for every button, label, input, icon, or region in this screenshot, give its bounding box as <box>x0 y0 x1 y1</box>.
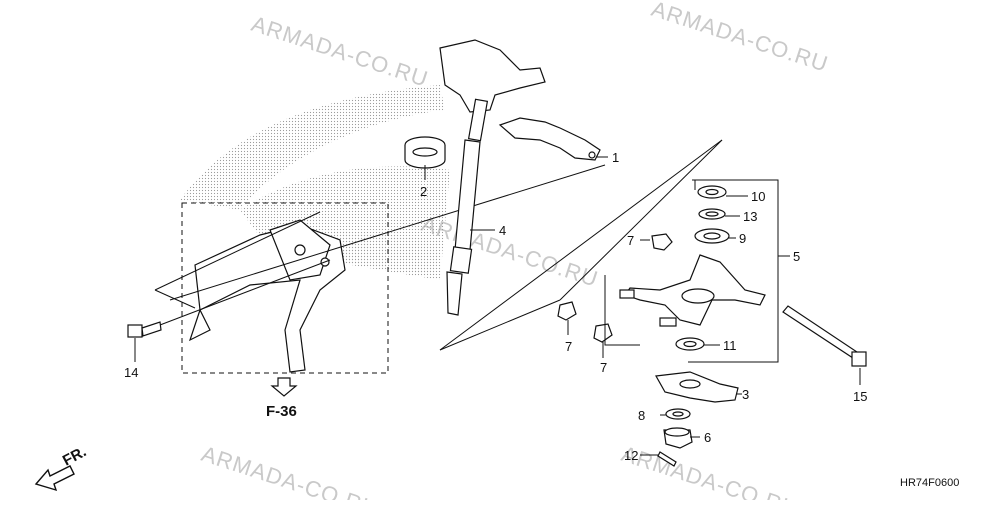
callout-2: 2 <box>420 184 427 199</box>
front-arrow-icon <box>34 465 75 492</box>
callout-9: 9 <box>739 231 746 246</box>
lower-bracket-3 <box>655 371 739 403</box>
diagram-code: HR74F0600 <box>900 477 959 489</box>
bolt-14 <box>127 321 162 338</box>
nut-7 <box>557 233 673 343</box>
callout-7: 7 <box>565 339 572 354</box>
group-bracket-5 <box>604 179 790 363</box>
watermark-text: ARMADA-CO.RU <box>248 11 431 92</box>
reference-label: F-36 <box>266 403 297 420</box>
callout-1: 1 <box>612 150 619 165</box>
callout-5: 5 <box>793 249 800 264</box>
callout-7: 7 <box>627 233 634 248</box>
callout-14: 14 <box>124 365 138 380</box>
callout-6: 6 <box>704 430 711 445</box>
callout-7: 7 <box>600 360 607 375</box>
reference-arrow: F-36 <box>266 377 298 420</box>
callout-leaders <box>134 156 861 456</box>
dust-seal-2 <box>404 136 446 169</box>
clamp-part-1 <box>498 117 601 161</box>
cotter-pin-12 <box>657 451 677 467</box>
frame-bracket <box>188 219 346 373</box>
washer-8 <box>665 408 691 420</box>
leader-lines <box>154 139 723 351</box>
castle-nut-6 <box>663 427 693 449</box>
front-indicator: FR. <box>34 443 89 492</box>
callout-12: 12 <box>624 448 638 463</box>
frame-area-box <box>181 202 389 374</box>
bearing-stack <box>694 185 730 244</box>
bolt-15 <box>782 305 867 367</box>
callout-15: 15 <box>853 389 867 404</box>
steering-shaft <box>439 39 546 316</box>
steering-arm-5 <box>619 254 766 327</box>
callout-4: 4 <box>499 223 506 238</box>
callout-13: 13 <box>743 209 757 224</box>
callout-10: 10 <box>751 189 765 204</box>
callout-numbers: 1 2 3 4 5 6 7 7 7 8 9 10 11 12 13 14 15 <box>124 150 867 463</box>
callout-3: 3 <box>742 387 749 402</box>
callout-11: 11 <box>723 338 737 353</box>
seal-11 <box>675 337 705 351</box>
watermark-text: ARMADA-CO.RU <box>618 441 801 500</box>
front-label: FR. <box>60 443 89 469</box>
watermark-text: ARMADA-CO.RU <box>198 441 381 500</box>
arrow-down-icon <box>270 377 298 397</box>
watermark-text: ARMADA-CO.RU <box>418 211 601 292</box>
callout-8: 8 <box>638 408 645 423</box>
watermark-text: ARMADA-CO.RU <box>648 0 831 77</box>
